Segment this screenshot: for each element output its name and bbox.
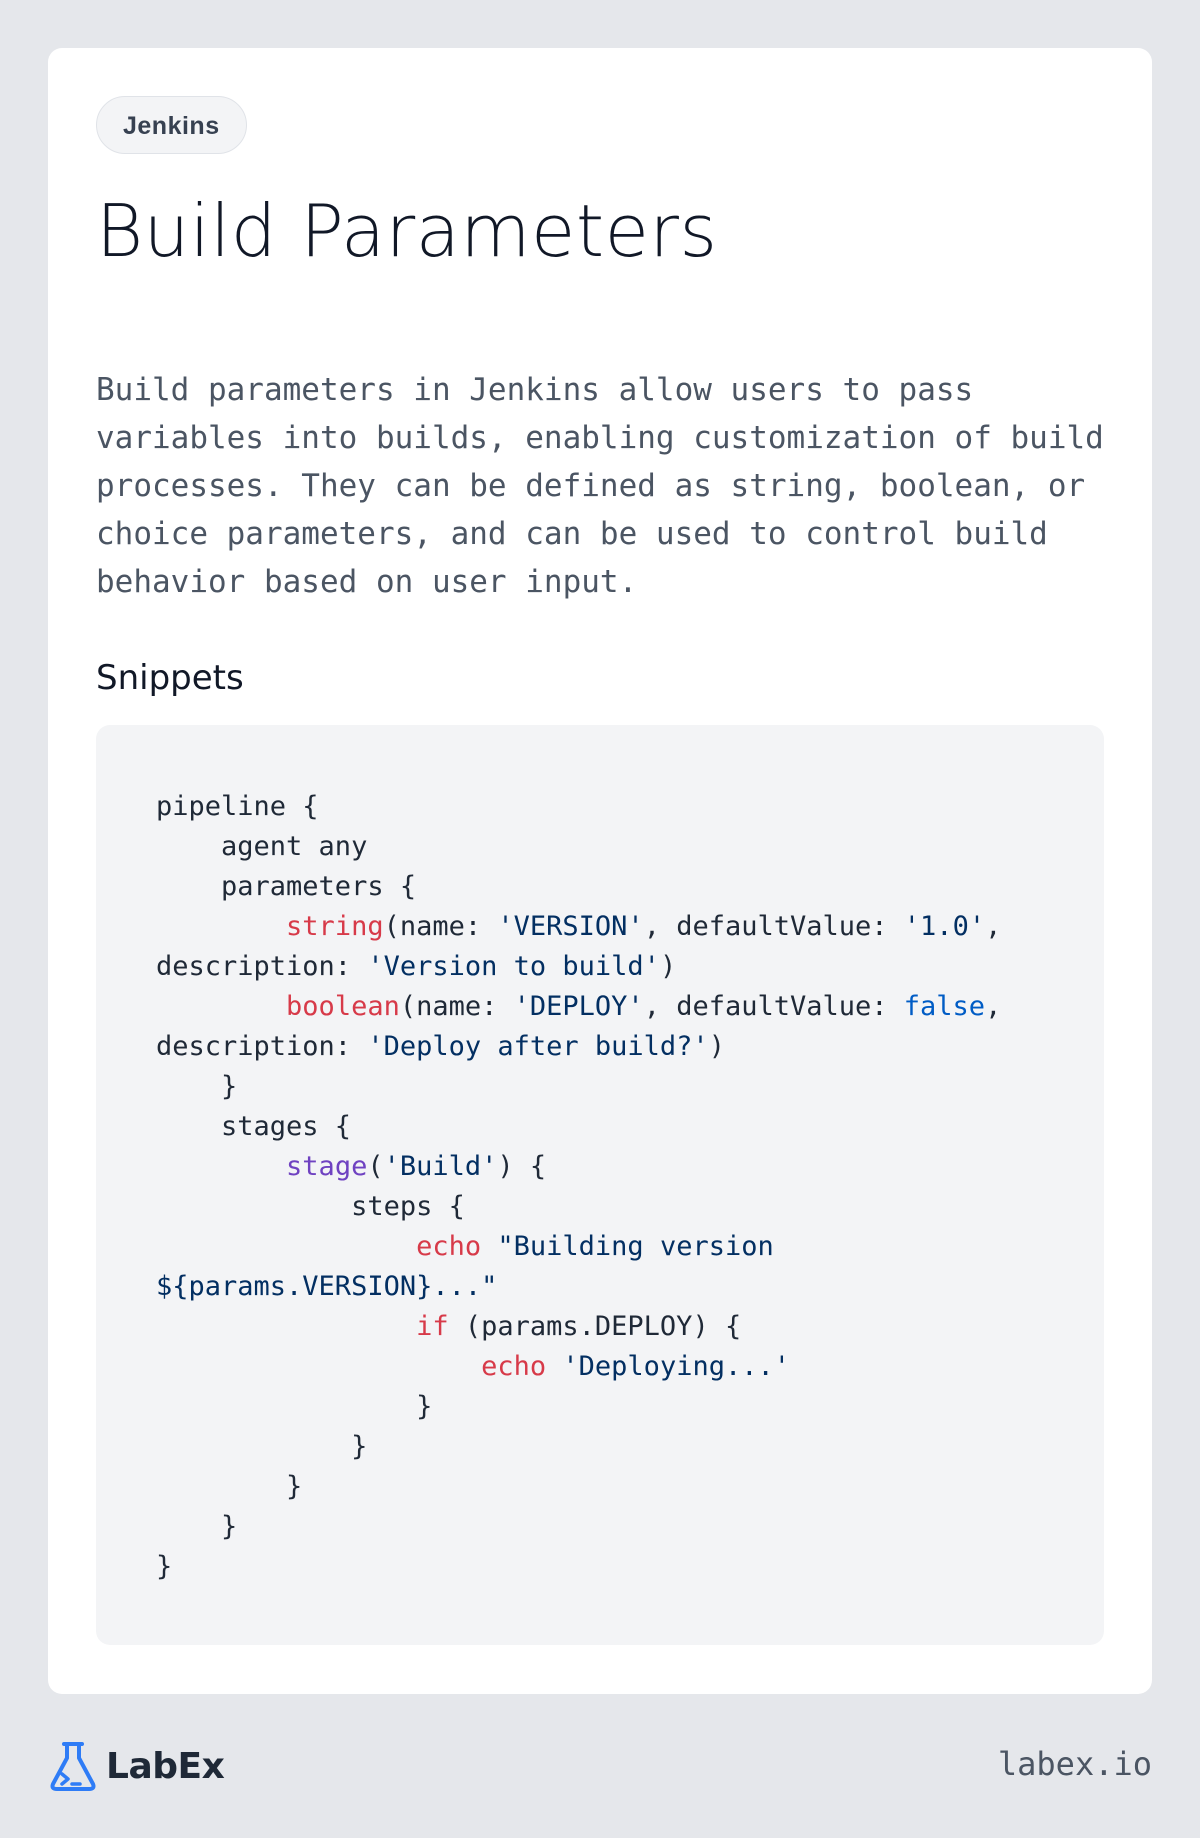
code-line: }: [156, 1471, 303, 1502]
code-line: stage('Build') {: [286, 1151, 547, 1182]
code-line: }: [156, 1551, 173, 1582]
code-line: }: [156, 1391, 433, 1422]
logo-text: LabEx: [106, 1745, 225, 1787]
code-line: echo 'Deploying...': [156, 1351, 790, 1382]
code-string: ${params.VERSION}...": [156, 1271, 498, 1302]
labex-logo[interactable]: LabEx: [48, 1740, 225, 1792]
content-card: Jenkins Build Parameters Build parameter…: [48, 48, 1152, 1694]
code-line: agent any: [156, 831, 368, 862]
page-title: Build Parameters: [96, 189, 718, 273]
code-string: 'Version to build': [367, 951, 660, 982]
code-boolean: false: [903, 991, 986, 1022]
code-line: stages {: [156, 1111, 352, 1142]
code-block: pipeline { agent any parameters { string…: [156, 787, 1044, 1587]
code-string: 'DEPLOY': [513, 991, 644, 1022]
site-url[interactable]: labex.io: [997, 1745, 1152, 1783]
code-string: 'Deploying...': [562, 1351, 790, 1382]
code-string: 'Deploy after build?': [367, 1031, 709, 1062]
code-function: stage: [286, 1151, 368, 1182]
code-line: ${params.VERSION}...": [156, 1271, 497, 1302]
code-line: pipeline {: [156, 791, 319, 822]
code-line: steps {: [156, 1191, 465, 1222]
code-line: description: 'Deploy after build?'): [156, 1031, 725, 1062]
code-line: }: [156, 1431, 368, 1462]
flask-icon: [50, 1742, 96, 1791]
code-line: }: [156, 1511, 238, 1542]
code-string: "Building version: [497, 1231, 774, 1262]
code-line: string(name: 'VERSION', defaultValue: '1…: [286, 911, 1002, 942]
category-tag[interactable]: Jenkins: [96, 96, 247, 154]
description: Build parameters in Jenkins allow users …: [96, 372, 1104, 600]
code-keyword: echo: [416, 1231, 482, 1262]
code-line: boolean(name: 'DEPLOY', defaultValue: fa…: [286, 991, 1002, 1022]
code-line: description: 'Version to build'): [156, 951, 677, 982]
code-function: string: [286, 911, 384, 942]
code-function: boolean: [286, 991, 400, 1022]
code-keyword: if: [416, 1311, 449, 1342]
code-string: '1.0': [903, 911, 986, 942]
code-line: echo "Building version: [156, 1231, 774, 1262]
code-snippet[interactable]: pipeline { agent any parameters { string…: [96, 725, 1104, 1645]
code-line: }: [156, 1071, 238, 1102]
code-keyword: echo: [481, 1351, 547, 1382]
snippets-heading: Snippets: [96, 658, 244, 698]
code-string: 'VERSION': [497, 911, 644, 942]
code-string: 'Build': [383, 1151, 498, 1182]
code-line: if (params.DEPLOY) {: [416, 1311, 742, 1342]
code-line: parameters {: [156, 871, 417, 902]
